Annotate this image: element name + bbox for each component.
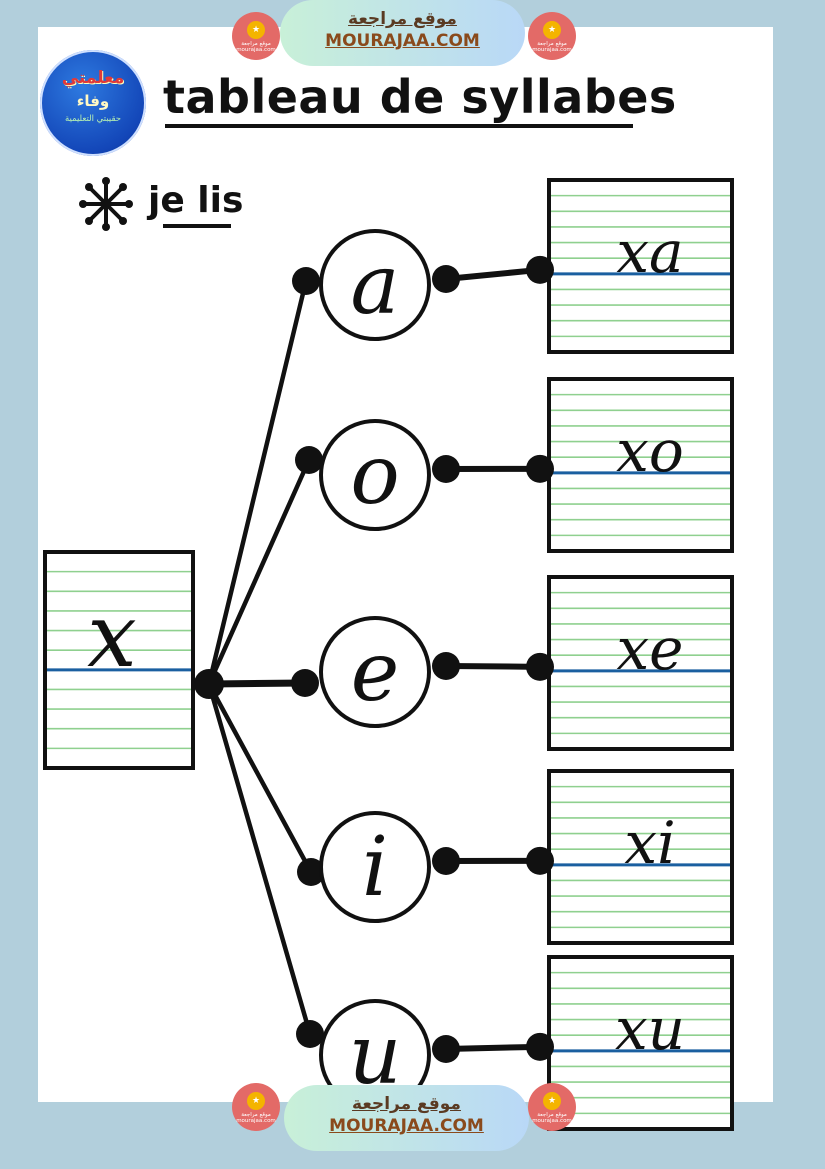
source-letter: x [87,584,137,687]
badge-caption: موقع مراجعة mourajaa.com [532,41,572,53]
badge-icon: ★ [543,21,561,39]
vowel-circle [319,616,431,728]
page-title: tableau de syllabes [163,70,677,124]
branch-dot-left [295,446,323,474]
connector-line [445,663,541,670]
subtitle: je lis [148,180,244,221]
connector-dot-left [432,455,460,483]
banner-arabic: موقع مراجعة [352,1094,461,1114]
connector-dot-right [526,846,554,875]
box-background [549,180,732,352]
box-border [43,550,195,770]
branch-line [206,278,309,687]
connector-dot-left [432,1035,460,1063]
branch-line [206,681,314,875]
branch-line [205,679,309,688]
syllable-box [547,769,734,945]
box-background [549,577,732,749]
connector-dot-left [432,652,460,680]
vowel-letter: a [351,238,400,333]
teacher-logo: معلمتي وفاء حقيبتي التعليمية [40,50,146,156]
connector-line [445,1043,541,1052]
connector-line [445,266,541,282]
banner-arabic: موقع مراجعة [348,9,457,29]
syllable-text: xi [624,809,675,877]
banner-site[interactable]: MOURAJAA.COM [329,1116,484,1136]
branch-line [206,681,313,1037]
vowel-letter: e [351,625,400,720]
syllable-box [547,377,734,553]
badge-caption: موقع مراجعة mourajaa.com [236,1112,276,1124]
site-badge-bottom-right: ★ موقع مراجعة mourajaa.com [528,1083,576,1131]
vowel-circle [319,811,431,923]
site-banner-top[interactable]: موقع مراجعة MOURAJAA.COM [280,0,525,66]
branch-dot-left [292,267,320,295]
vowel-circle [319,419,431,531]
badge-icon: ★ [247,1092,265,1110]
site-badge-top-right: ★ موقع مراجعة mourajaa.com [528,12,576,60]
site-banner-bottom[interactable]: موقع مراجعة MOURAJAA.COM [284,1085,529,1151]
branch-dot-left [291,669,319,697]
source-letter-box [43,550,195,770]
badge-icon: ★ [543,1092,561,1110]
branch-dot-left [297,858,325,886]
badge-icon: ★ [247,21,265,39]
hub-dot [194,669,224,699]
asterisk-icon [79,177,133,231]
logo-line-3: حقيبتي التعليمية [64,114,122,124]
box-background [549,379,732,551]
connector-dot-left [432,265,460,293]
subtitle-underline [163,224,231,228]
vowel-circle [319,229,431,341]
banner-site[interactable]: MOURAJAA.COM [325,31,480,51]
vowel-letter: o [350,428,399,523]
syllable-text: xe [616,615,683,683]
title-underline [165,124,633,128]
syllable-text: xu [615,995,685,1063]
syllable-text: xo [616,417,684,485]
branch-line [206,457,312,687]
logo-line-1: معلمتي [61,68,125,88]
logo-line-2: وفاء [76,92,110,110]
badge-caption: موقع مراجعة mourajaa.com [532,1112,572,1124]
box-background [45,552,193,768]
badge-caption: موقع مراجعة mourajaa.com [236,41,276,53]
connector-dot-right [526,454,554,483]
vowel-letter: i [362,820,388,915]
connector-dot-right [526,1032,554,1061]
connector-dot-right [526,652,554,681]
syllable-box [547,575,734,751]
connector-dot-left [432,847,460,875]
site-badge-bottom-left: ★ موقع مراجعة mourajaa.com [232,1083,280,1131]
box-background [549,957,732,1129]
connector-dot-right [526,255,554,284]
branch-dot-left [296,1020,324,1048]
site-badge-top-left: ★ موقع مراجعة mourajaa.com [232,12,280,60]
box-background [549,771,732,943]
syllable-box [547,955,734,1131]
syllable-text: xa [616,218,683,286]
